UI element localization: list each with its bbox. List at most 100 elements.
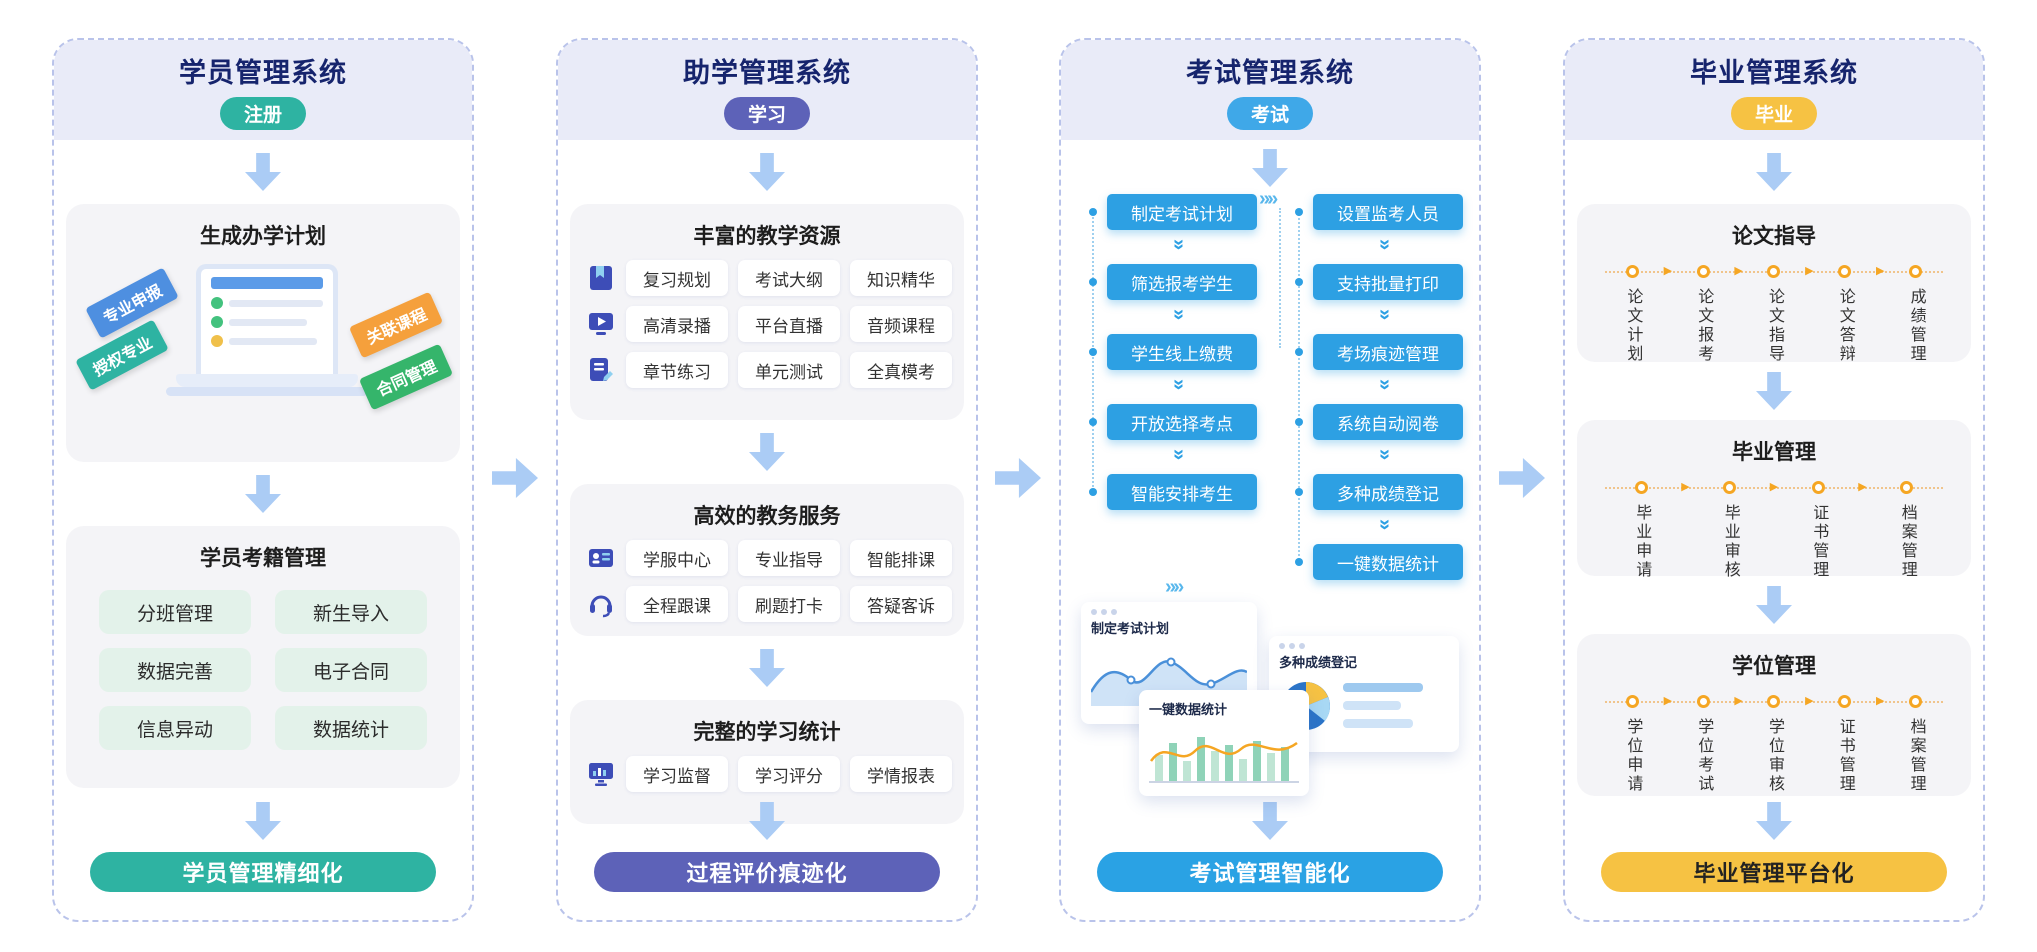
feature-item: 数据完善 xyxy=(99,648,251,692)
down-arrow-icon xyxy=(1756,802,1792,840)
card-student-roster: 学员考籍管理 分班管理 新生导入 数据完善 电子合同 信息异动 数据统计 xyxy=(66,526,460,788)
step-label: 成绩管理 xyxy=(1907,288,1925,364)
chart-label: 多种成绩登记 xyxy=(1279,655,1358,670)
step-dot-icon xyxy=(1909,695,1923,708)
feature-item: 智能排课 xyxy=(850,540,952,576)
step-dot-icon xyxy=(1767,695,1781,708)
service-row: 全程跟课 刷题打卡 答疑客诉 xyxy=(586,586,964,622)
check-icon xyxy=(211,335,223,347)
feature-item: 全程跟课 xyxy=(626,586,728,622)
exam-step: 学生线上缴费 xyxy=(1089,334,1257,370)
flow-chevrons-icon xyxy=(1165,576,1181,599)
feature-item: 专业指导 xyxy=(738,540,840,576)
footer-slogan: 过程评价痕迹化 xyxy=(594,852,940,892)
degree-flow: 学位申请 学位考试 学位审核 证书管理 档案管理 xyxy=(1597,692,1951,796)
step-label: 档案管理 xyxy=(1898,504,1916,580)
bar-list-illustration xyxy=(1343,674,1423,737)
step-dot-icon xyxy=(1909,265,1923,278)
feature-item: 高清录播 xyxy=(626,306,728,342)
feature-item: 学习监督 xyxy=(626,756,728,792)
flow-step: 学位审核 xyxy=(1739,692,1810,796)
stage-badge-exam: 考试 xyxy=(1226,96,1313,130)
tag-major-apply: 专业申报 xyxy=(85,267,179,339)
card-title: 丰富的教学资源 xyxy=(693,225,841,248)
step-dot-icon xyxy=(1811,481,1825,494)
card-title: 毕业管理 xyxy=(1732,441,1816,464)
right-arrow-icon xyxy=(995,458,1041,498)
area-chart-illustration xyxy=(1149,737,1299,783)
headset-icon xyxy=(586,589,616,619)
step-label: 学位审核 xyxy=(1765,718,1783,794)
down-arrow-icon xyxy=(749,649,785,687)
exam-step: 系统自动阅卷 xyxy=(1295,404,1463,440)
step-dot-icon xyxy=(1838,695,1852,708)
feature-item: 分班管理 xyxy=(99,590,251,634)
step-label: 论文指导 xyxy=(1765,288,1783,364)
down-arrow-icon xyxy=(749,153,785,191)
step-label: 学位考试 xyxy=(1695,718,1713,794)
screen-topbar xyxy=(211,277,323,289)
exam-step: 考场痕迹管理 xyxy=(1295,334,1463,370)
down-arrow-icon xyxy=(1756,586,1792,624)
down-arrow-icon xyxy=(1756,372,1792,410)
footer-slogan: 毕业管理平台化 xyxy=(1601,852,1947,892)
step-label: 学位申请 xyxy=(1624,718,1642,794)
card-graduation-management: 毕业管理 毕业申请 毕业审核 证书管理 档案管理 xyxy=(1577,420,1971,580)
feature-item: 复习规划 xyxy=(626,260,728,296)
column-header: 考试管理系统 考试 xyxy=(1061,40,1479,140)
flow-step: 论文指导 xyxy=(1739,262,1810,366)
step-dot-icon xyxy=(1723,481,1737,494)
text-line xyxy=(229,318,307,326)
step-label: 毕业审核 xyxy=(1721,504,1739,580)
chart-label: 制定考试计划 xyxy=(1091,621,1170,636)
dotted-connector xyxy=(1298,210,1300,564)
feature-item: 平台直播 xyxy=(738,306,840,342)
flow-step: 档案管理 xyxy=(1880,692,1951,796)
window-dots-icon xyxy=(1279,643,1449,649)
checklist-row xyxy=(211,335,323,347)
column-graduation-management: 毕业管理系统 毕业 论文指导 论文计划 论文报考 论文指导 论文答辩 成绩管理 xyxy=(1563,38,1985,922)
down-arrow-icon xyxy=(245,802,281,840)
exam-step: 支持批量打印 xyxy=(1295,264,1463,300)
footer-slogan: 学员管理精细化 xyxy=(90,852,436,892)
feature-item: 学情报表 xyxy=(850,756,952,792)
roster-grid: 分班管理 新生导入 数据完善 电子合同 信息异动 数据统计 xyxy=(66,590,460,750)
exam-step: 筛选报考学生 xyxy=(1089,264,1257,300)
card-title: 生成办学计划 xyxy=(200,225,326,248)
down-arrow-icon xyxy=(245,153,281,191)
laptop-keyboard xyxy=(166,387,368,396)
checklist-row xyxy=(211,297,323,309)
step-dot-icon xyxy=(1838,265,1852,278)
card-title: 学员考籍管理 xyxy=(200,547,326,570)
flow-step: 学位考试 xyxy=(1668,692,1739,796)
feature-item: 数据统计 xyxy=(275,706,427,750)
down-arrow-icon xyxy=(1252,149,1288,187)
step-dot-icon xyxy=(1767,265,1781,278)
card-title: 学位管理 xyxy=(1732,655,1816,678)
column-learning-support: 助学管理系统 学习 丰富的教学资源 复习规划 考试大纲 知识精华 高清录播 平台… xyxy=(556,38,978,922)
stage-badge-study: 学习 xyxy=(723,96,810,130)
column-exam-management: 考试管理系统 考试 制定考试计划 筛选报考学生 学生线上缴费 开放选择考点 智能… xyxy=(1059,38,1481,922)
resource-row: 章节练习 单元测试 全真模考 xyxy=(586,352,964,388)
step-label: 论文答辩 xyxy=(1836,288,1854,364)
exam-dashboard-illustration: 制定考试计划 多种成绩登记 xyxy=(1073,598,1467,798)
card-title: 完整的学习统计 xyxy=(693,721,841,744)
column-title: 学员管理系统 xyxy=(179,57,347,88)
graduation-flow: 毕业申请 毕业审核 证书管理 档案管理 xyxy=(1597,478,1951,582)
window-dots-icon xyxy=(1091,609,1247,615)
step-dot-icon xyxy=(1696,695,1710,708)
feature-item: 学习评分 xyxy=(738,756,840,792)
book-icon xyxy=(586,263,616,293)
card-learning-statistics: 完整的学习统计 学习监督 学习评分 学情报表 xyxy=(570,700,964,824)
exam-step: 多种成绩登记 xyxy=(1295,474,1463,510)
feature-item: 知识精华 xyxy=(850,260,952,296)
card-title: 高效的教务服务 xyxy=(693,505,841,528)
flow-step: 毕业申请 xyxy=(1597,478,1686,582)
video-icon xyxy=(586,309,616,339)
text-line xyxy=(229,299,323,307)
feature-item: 考试大纲 xyxy=(738,260,840,296)
down-arrow-icon xyxy=(1756,153,1792,191)
column-student-management: 学员管理系统 注册 生成办学计划 专业申报 授权专业 关联课程 合同管理 xyxy=(52,38,474,922)
feature-item: 新生导入 xyxy=(275,590,427,634)
exam-process-flow: 制定考试计划 筛选报考学生 学生线上缴费 开放选择考点 智能安排考生 设置监考人… xyxy=(1073,194,1467,594)
